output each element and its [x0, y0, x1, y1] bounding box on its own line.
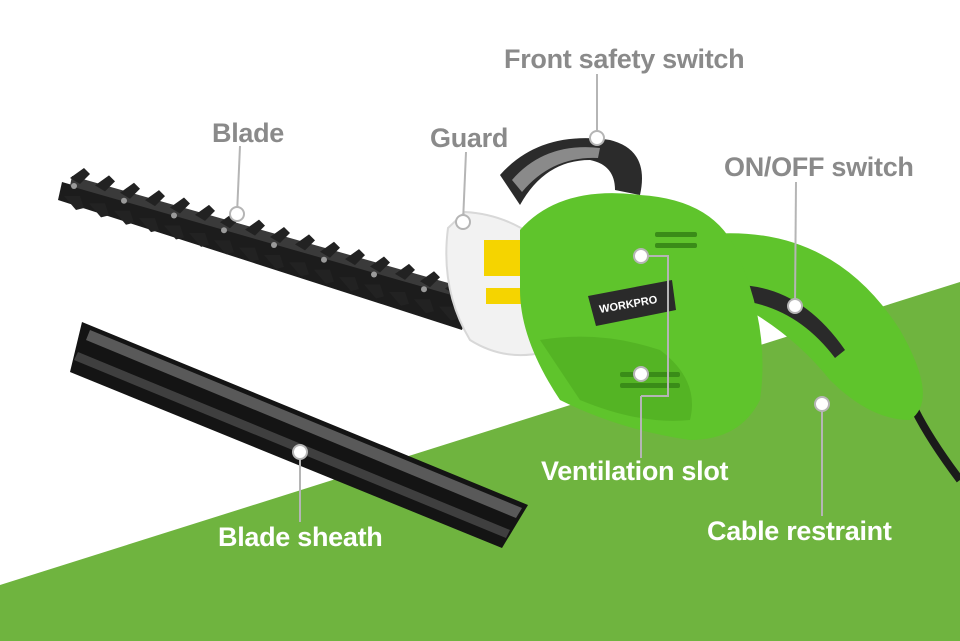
label-blade: Blade — [212, 118, 285, 148]
label-ventilation-slot: Ventilation slot — [541, 456, 729, 486]
label-front-safety-switch: Front safety switch — [504, 44, 745, 74]
power-cable — [911, 408, 960, 483]
blade — [58, 168, 490, 330]
label-guard: Guard — [430, 123, 509, 153]
label-on-off-switch: ON/OFF switch — [724, 152, 914, 182]
leader-dots — [229, 130, 830, 460]
label-blade-sheath: Blade sheath — [218, 522, 383, 552]
label-cable-restraint: Cable restraint — [707, 516, 892, 546]
blade-sheath — [70, 322, 528, 548]
leader-lines — [236, 74, 823, 522]
tool-body — [500, 138, 923, 440]
